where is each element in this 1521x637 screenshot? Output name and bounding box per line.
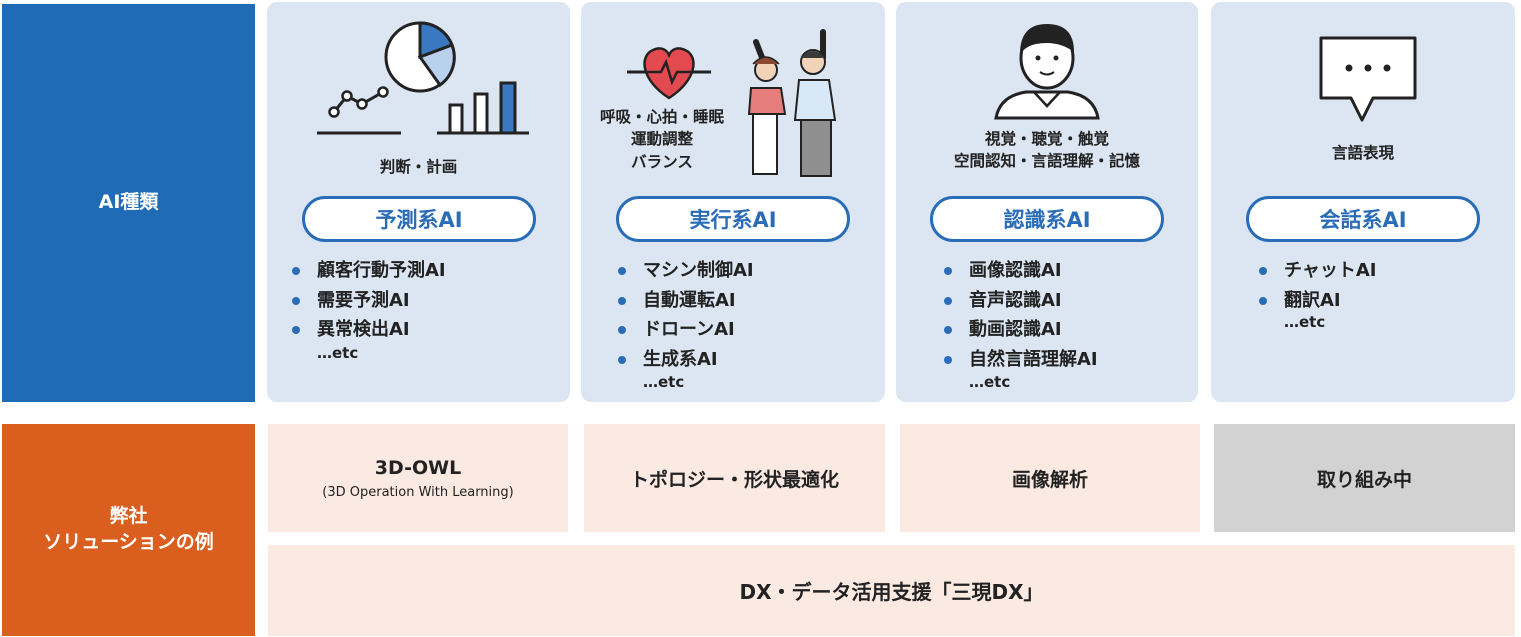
solution-title: 取り組み中 [1316,468,1412,491]
pill-execution-ai: 実行系AI [616,196,850,242]
pill-recognition-ai: 認識系AI [930,196,1164,242]
solution-dx-support: DX・データ活用支援「三現DX」 [268,545,1515,636]
heart-exercise-people-icon [627,29,837,177]
list-item: チャットAI [1258,256,1376,286]
card-caption: 視覚・聴覚・触覚 空間認知・言語理解・記憶 [953,130,1140,171]
list-item: 画像認識AI [943,256,1098,286]
etc-label: …etc [969,373,1011,391]
list-item: 自動運転AI [617,286,754,316]
card-execution-ai: 呼吸・心拍・睡眠 運動調整 バランス 実行系AI マシン制御AI 自動運転AI … [581,2,885,402]
solution-topology-optimization: トポロジー・形状最適化 [584,424,885,532]
etc-label: …etc [1284,313,1326,331]
list-item: 音声認識AI [943,286,1098,316]
solution-image-analysis: 画像解析 [900,424,1200,532]
solution-title: 3D-OWL [374,456,462,479]
solution-3d-owl: 3D-OWL (3D Operation With Learning) [268,424,568,532]
list-item: ドローンAI [617,315,754,345]
card-caption: 言語表現 [1331,144,1394,162]
list-item: 異常検出AI [291,315,446,345]
solution-in-progress: 取り組み中 [1214,424,1515,532]
speech-bubble-icon [1319,36,1417,122]
card-conversation-ai: 言語表現 会話系AI チャットAI 翻訳AI …etc [1211,2,1515,402]
list-item: 需要予測AI [291,286,446,316]
etc-label: …etc [317,344,359,362]
card-caption: 呼吸・心拍・睡眠 運動調整 バランス [599,108,724,171]
solution-title: 画像解析 [1011,468,1088,491]
line-chart-pie-bar-icon [317,21,529,135]
ai-example-list: 画像認識AI 音声認識AI 動画認識AI 自然言語理解AI [943,256,1098,374]
list-item: 翻訳AI [1258,286,1376,316]
card-recognition-ai: 視覚・聴覚・触覚 空間認知・言語理解・記憶 認識系AI 画像認識AI 音声認識A… [896,2,1198,402]
list-item: マシン制御AI [617,256,754,286]
ai-example-list: 顧客行動予測AI 需要予測AI 異常検出AI [291,256,446,345]
etc-label: …etc [643,373,685,391]
solutions-label: 弊社 ソリューションの例 [2,424,255,636]
ai-example-list: マシン制御AI 自動運転AI ドローンAI 生成系AI [617,256,754,374]
pill-conversation-ai: 会話系AI [1246,196,1480,242]
solution-title: トポロジー・形状最適化 [629,468,839,491]
ai-types-label: AI種類 [2,4,255,402]
ai-example-list: チャットAI 翻訳AI [1258,256,1376,315]
list-item: 動画認識AI [943,315,1098,345]
list-item: 顧客行動予測AI [291,256,446,286]
pill-predictive-ai: 予測系AI [302,196,536,242]
list-item: 自然言語理解AI [943,345,1098,375]
card-predictive-ai: 判断・計画 予測系AI 顧客行動予測AI 需要予測AI 異常検出AI …etc [267,2,570,402]
solution-subtitle: (3D Operation With Learning) [322,484,514,500]
person-bust-icon [994,24,1100,120]
list-item: 生成系AI [617,345,754,375]
card-caption: 判断・計画 [379,158,458,176]
